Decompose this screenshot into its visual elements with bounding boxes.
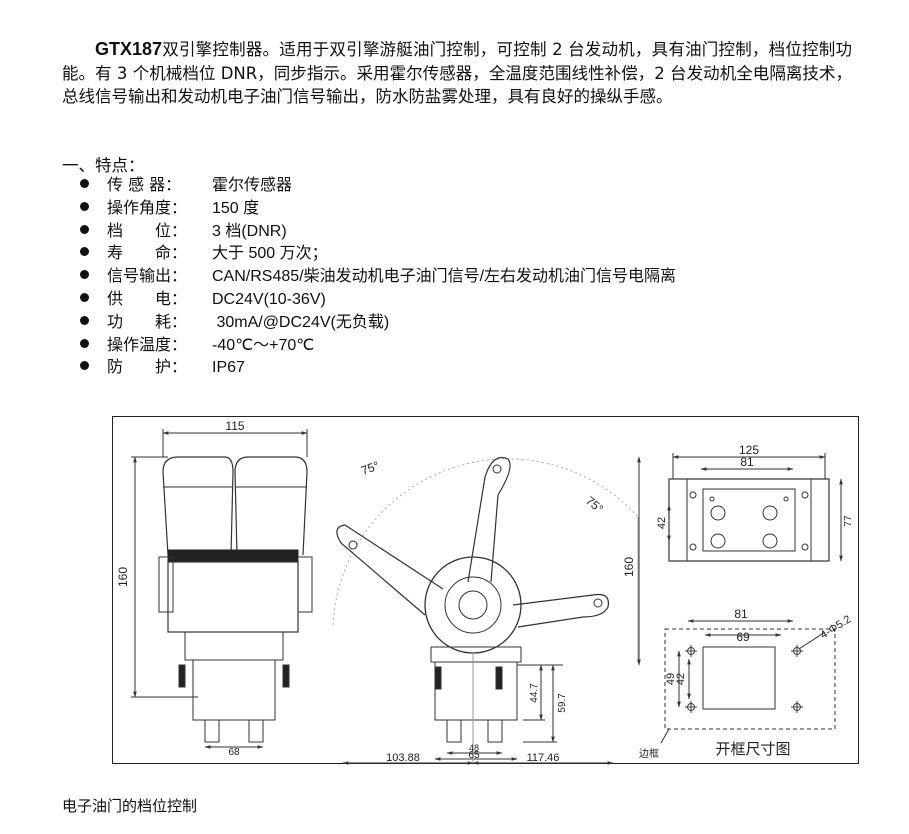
feature-label: 档 位： <box>107 220 188 240</box>
feature-value: 3 档(DNR) <box>212 222 287 240</box>
feature-item: 功 耗： 30mA/@DC24V(无负载) <box>80 311 676 334</box>
feature-label: 操作角度： <box>107 197 188 217</box>
feature-item: 档 位： 3 档(DNR) <box>80 220 676 243</box>
feature-label: 操作温度： <box>107 334 188 354</box>
top-inner-height-label: 42 <box>656 517 668 529</box>
feature-label: 防 护： <box>107 357 188 377</box>
dim-d-label: 65 <box>468 750 480 761</box>
feature-value: 150 度 <box>212 199 260 217</box>
feature-item: 信号输出： CAN/RS485/柴油发动机电子油门信号/左右发动机油门信号电隔离 <box>80 265 676 288</box>
bullet-icon <box>80 315 89 325</box>
cutout-outer-height-label: 49 <box>665 673 677 685</box>
bullet-icon <box>80 247 89 257</box>
technical-drawing: 115 160 68 75° 75° 160 44.7 59.7 48 65 1… <box>112 416 859 765</box>
top-inner-width-label: 81 <box>740 455 754 469</box>
dim-c-label: 48 <box>469 743 479 753</box>
side-height-label: 160 <box>622 557 636 577</box>
cutout-inner-width-label: 69 <box>736 630 750 644</box>
front-width-label: 115 <box>225 419 244 433</box>
feature-value: 霍尔传感器 <box>212 177 293 194</box>
bullet-icon <box>80 270 89 280</box>
feature-label: 传 感 器： <box>107 175 182 194</box>
top-outer-width-label: 125 <box>739 443 759 457</box>
intro-text: 双引擎控制器。适用于双引擎游艇油门控制，可控制 2 台发动机，具有油门控制，档位… <box>62 40 852 106</box>
top-view <box>667 453 843 562</box>
front-view <box>131 429 313 749</box>
feature-value: CAN/RS485/柴油发动机电子油门信号/左右发动机油门信号电隔离 <box>212 268 677 286</box>
feature-value: DC24V(10-36V) <box>212 290 326 308</box>
feature-value: IP67 <box>212 359 245 377</box>
feature-value: 30mA/@DC24V(无负载) <box>212 313 390 331</box>
bullet-icon <box>80 338 89 348</box>
dim-b-label: 59.7 <box>557 693 568 713</box>
cutout-view <box>660 619 836 744</box>
feature-item: 寿 命： 大于 500 万次； <box>80 242 676 265</box>
cutout-outer-width-label: 81 <box>734 607 748 621</box>
front-bottom-width-label: 68 <box>228 747 240 758</box>
intro-paragraph: GTX187双引擎控制器。适用于双引擎游艇油门控制，可控制 2 台发动机，具有油… <box>62 38 852 109</box>
dim-left-label: 103.88 <box>386 752 420 764</box>
feature-item: 供 电： DC24V(10-36V) <box>80 288 676 311</box>
feature-list: 传 感 器： 霍尔传感器 操作角度： 150 度 档 位： 3 档(DNR) 寿 命：… <box>80 174 676 379</box>
drawing-svg: 115 160 68 75° 75° 160 44.7 59.7 48 65 1… <box>116 419 854 765</box>
feature-label: 寿 命： <box>107 243 188 263</box>
feature-item: 操作温度： -40℃～+70℃ <box>80 334 676 357</box>
feature-value: -40℃～+70℃ <box>212 336 315 354</box>
dim-a-label: 44.7 <box>529 683 540 703</box>
bullet-icon <box>80 201 89 211</box>
feature-item: 操作角度： 150 度 <box>80 197 676 220</box>
angle-left-label: 75° <box>359 458 381 477</box>
feature-label: 供 电： <box>107 288 188 308</box>
hole-spec-label: 4-Φ5.2 <box>818 613 853 641</box>
frame-label: 边框 <box>639 747 659 760</box>
side-view <box>332 456 641 765</box>
feature-item: 传 感 器： 霍尔传感器 <box>80 174 676 197</box>
dim-right-label: 117.46 <box>527 752 560 764</box>
cutout-title: 开框尺寸图 <box>715 741 790 758</box>
feature-label: 信号输出： <box>107 266 188 286</box>
product-name: GTX187 <box>95 39 163 59</box>
bullet-icon <box>80 224 89 234</box>
top-outer-height-label: 77 <box>843 515 854 527</box>
section-title: 一、特点： <box>62 156 145 175</box>
cutout-inner-height-label: 42 <box>675 673 687 685</box>
feature-label: 功 耗： <box>107 311 188 331</box>
feature-value: 大于 500 万次； <box>212 245 328 263</box>
bullet-icon <box>80 361 89 371</box>
bullet-icon <box>80 179 89 188</box>
figure-caption: 电子油门的档位控制 <box>62 797 198 815</box>
feature-item: 防 护： IP67 <box>80 356 676 379</box>
angle-right-label: 75° <box>583 494 606 517</box>
bullet-icon <box>80 292 89 302</box>
front-height-label: 160 <box>116 567 130 587</box>
